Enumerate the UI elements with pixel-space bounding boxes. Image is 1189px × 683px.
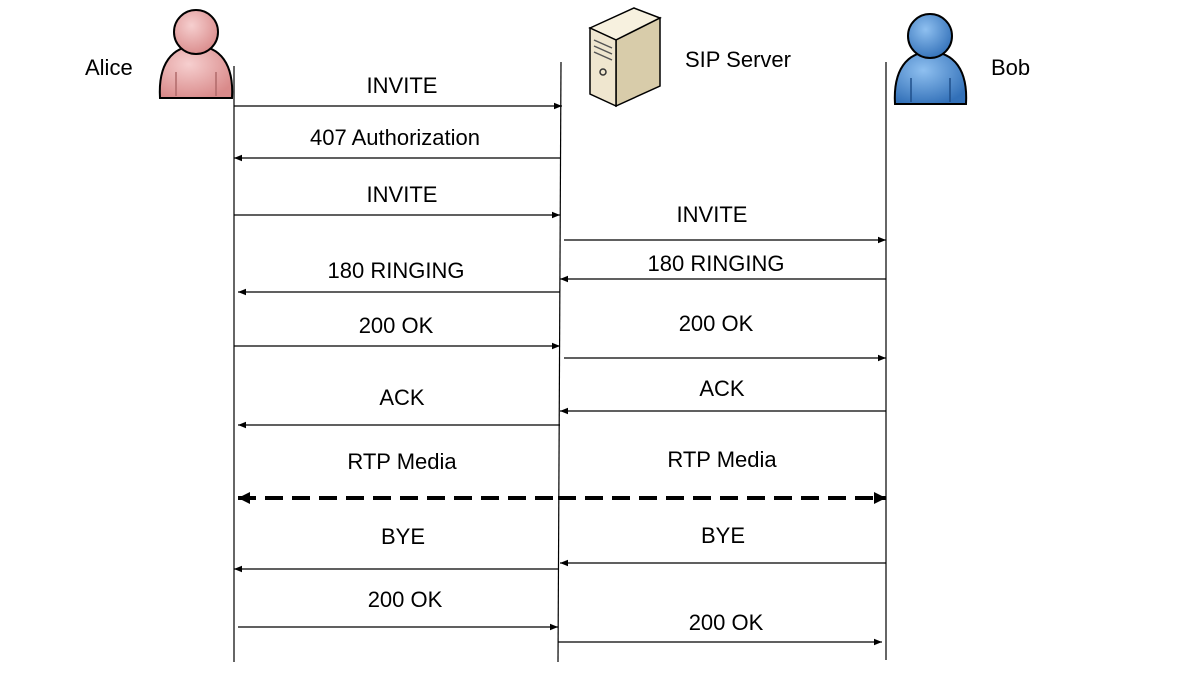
message-label: 180 RINGING: [648, 251, 785, 276]
message-label: ACK: [379, 385, 425, 410]
server-icon: [588, 7, 662, 108]
message-label: INVITE: [367, 182, 438, 207]
message-label: 200 OK: [359, 313, 434, 338]
message-label: BYE: [701, 523, 745, 548]
lifeline-sip-server: [557, 61, 562, 663]
message-label: 407 Authorization: [310, 125, 480, 150]
message-label: RTP Media: [347, 449, 457, 474]
message-label: 200 OK: [689, 610, 764, 635]
alice-person-icon: [158, 9, 234, 99]
message-label: 200 OK: [679, 311, 754, 336]
message-label: RTP Media: [667, 447, 777, 472]
message-label: 200 OK: [368, 587, 443, 612]
message-label: INVITE: [367, 73, 438, 98]
message-label: ACK: [699, 376, 745, 401]
message-label: INVITE: [677, 202, 748, 227]
bob-person-icon: [893, 13, 968, 105]
participant-label-alice: Alice: [85, 55, 133, 80]
participant-label-bob: Bob: [991, 55, 1030, 80]
message-label: BYE: [381, 524, 425, 549]
message-label: 180 RINGING: [328, 258, 465, 283]
participant-label-sip-server: SIP Server: [685, 47, 791, 72]
